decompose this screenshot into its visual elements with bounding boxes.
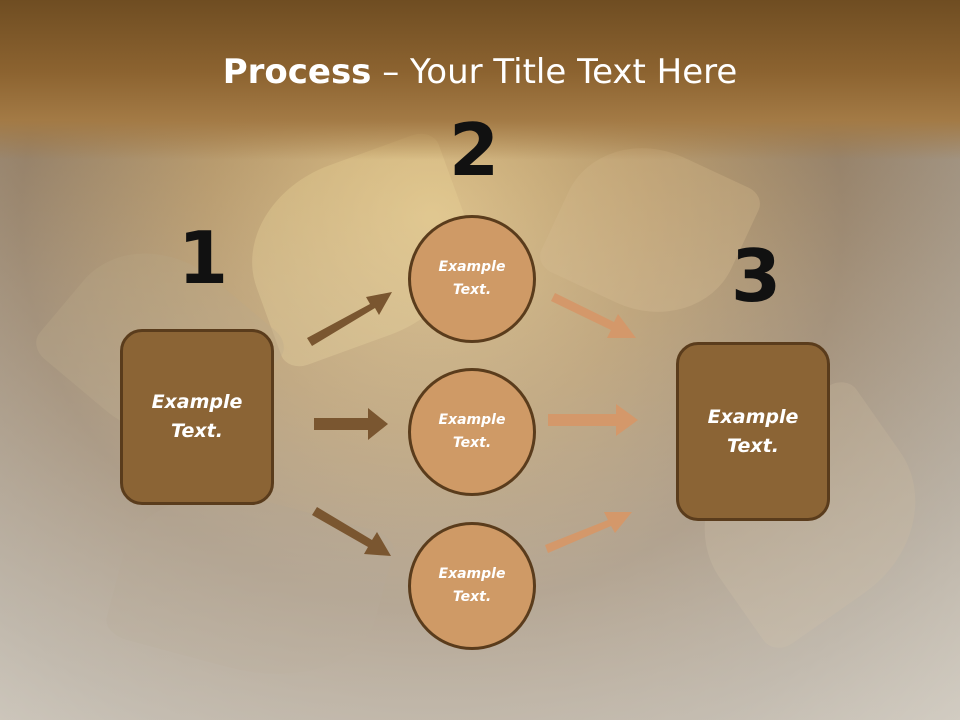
slide-title: Process – Your Title Text Here bbox=[0, 52, 960, 92]
process-box-left-text: Example Text. bbox=[151, 391, 243, 442]
process-box-left: Example Text. bbox=[120, 329, 274, 505]
process-circle-bottom-text: Example Text. bbox=[438, 566, 506, 605]
process-box-right-text: Example Text. bbox=[707, 405, 799, 457]
title-rest: – Your Title Text Here bbox=[371, 52, 738, 92]
arrow-from-bottom-circle bbox=[545, 512, 632, 553]
step-number-2: 2 bbox=[449, 108, 500, 192]
process-circle-middle-text: Example Text. bbox=[438, 412, 506, 451]
arrow-to-middle-circle bbox=[314, 408, 388, 440]
arrow-from-middle-circle bbox=[548, 404, 638, 436]
process-circle-middle: Example Text. bbox=[408, 368, 536, 496]
process-box-right: Example Text. bbox=[676, 342, 830, 521]
title-bold: Process bbox=[222, 52, 372, 92]
process-circle-top-text: Example Text. bbox=[438, 259, 506, 298]
process-circle-bottom: Example Text. bbox=[408, 522, 536, 650]
process-circle-top: Example Text. bbox=[408, 215, 536, 343]
step-number-3: 3 bbox=[731, 234, 782, 318]
title-band bbox=[0, 0, 960, 160]
arrow-to-bottom-circle bbox=[312, 507, 391, 556]
arrow-from-top-circle bbox=[551, 293, 636, 338]
step-number-1: 1 bbox=[178, 216, 229, 300]
arrow-to-top-circle bbox=[307, 292, 392, 346]
